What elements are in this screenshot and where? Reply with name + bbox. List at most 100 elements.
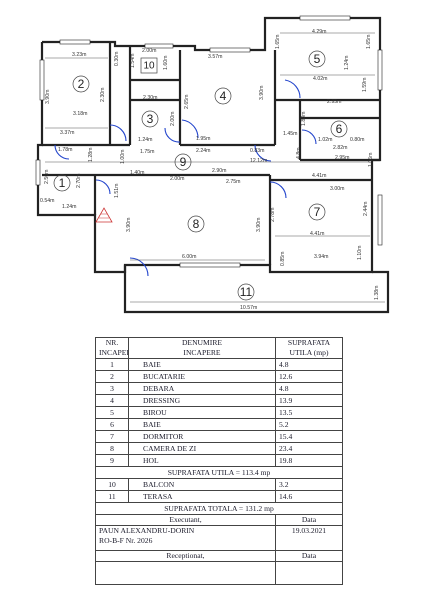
- room-marker: 8: [187, 215, 205, 233]
- svg-text:3.18m: 3.18m: [73, 111, 87, 117]
- svg-text:1: 1: [59, 176, 66, 190]
- useful-total-row: SUPRAFATA UTILA = 113.4 mp: [95, 466, 343, 479]
- svg-text:1.65m: 1.65m: [275, 35, 281, 49]
- svg-text:2.00m: 2.00m: [170, 112, 176, 126]
- room-name: DEBARA: [128, 382, 276, 395]
- room-area: 5.2: [275, 418, 343, 431]
- svg-text:2.82m: 2.82m: [333, 145, 347, 151]
- svg-text:7: 7: [314, 205, 321, 219]
- svg-text:4.29m: 4.29m: [312, 29, 326, 35]
- dimension-labels: 3.23m 3.90m 2.30m 3.18m 3.37m 0.30m 2.00…: [40, 29, 380, 311]
- svg-text:1.38m: 1.38m: [374, 286, 380, 300]
- room-marker: 4: [214, 87, 232, 105]
- svg-text:0.85m: 0.85m: [280, 252, 286, 266]
- svg-text:2.00m: 2.00m: [142, 48, 156, 54]
- svg-text:2.24m: 2.24m: [196, 148, 210, 154]
- svg-text:2.78m: 2.78m: [270, 208, 276, 222]
- receptionat-label: Receptionat,: [95, 550, 276, 562]
- room-number: 5: [95, 406, 129, 419]
- svg-text:1.78m: 1.78m: [58, 147, 72, 153]
- room-number: 8: [95, 442, 129, 455]
- executant-registration: RO-B-F Nr. 2026: [99, 536, 153, 545]
- svg-text:3.90m: 3.90m: [45, 90, 51, 104]
- room-marker: 6: [330, 120, 348, 138]
- receptionat-row: Receptionat, Data: [95, 550, 343, 562]
- svg-text:10: 10: [143, 61, 155, 72]
- svg-text:1.54m: 1.54m: [130, 54, 136, 68]
- room-name: BAIE: [128, 418, 276, 431]
- executant-name: PAUN ALEXANDRU-DORIN: [99, 526, 195, 536]
- svg-text:2.95m: 2.95m: [335, 155, 349, 161]
- svg-text:2.70m: 2.70m: [76, 174, 82, 188]
- svg-text:1.24m: 1.24m: [62, 204, 76, 210]
- room-marker: 5: [308, 50, 326, 68]
- svg-text:2.44m: 2.44m: [363, 202, 369, 216]
- svg-text:2.30m: 2.30m: [143, 95, 157, 101]
- svg-text:9: 9: [180, 155, 187, 169]
- svg-text:1.24m: 1.24m: [138, 137, 152, 143]
- svg-text:2: 2: [78, 77, 85, 91]
- executant-row: PAUN ALEXANDRU-DORIN RO-B-F Nr. 2026 19.…: [95, 525, 343, 551]
- svg-text:1.60m: 1.60m: [163, 56, 169, 70]
- room-number: 2: [95, 370, 129, 383]
- svg-text:2.95m: 2.95m: [327, 99, 341, 105]
- room-area: 4.8: [275, 358, 343, 371]
- svg-text:1.65m: 1.65m: [366, 35, 372, 49]
- room-name: BIROU: [128, 406, 276, 419]
- svg-text:0.80m: 0.80m: [350, 137, 364, 143]
- svg-text:2.56m: 2.56m: [44, 170, 50, 184]
- room-name: BALCON: [128, 478, 276, 491]
- svg-text:10.57m: 10.57m: [240, 305, 257, 311]
- floor-plan: 2 10 3 4 5 6 1 9 7 8 11 3.23m 3.90m 2.30…: [35, 15, 390, 314]
- room-number: 7: [95, 430, 129, 443]
- room-area: 19.8: [275, 454, 343, 467]
- room-number: 1: [95, 358, 129, 371]
- room-area: 4.8: [275, 382, 343, 395]
- svg-text:1.10m: 1.10m: [357, 246, 363, 260]
- svg-text:1.88m: 1.88m: [301, 112, 307, 126]
- room-area: 15.4: [275, 430, 343, 443]
- room-name: TERASA: [128, 490, 276, 503]
- svg-text:0.83m: 0.83m: [250, 148, 264, 154]
- svg-text:6: 6: [336, 122, 343, 136]
- room-number: 11: [95, 490, 129, 503]
- svg-text:3.00m: 3.00m: [330, 186, 344, 192]
- svg-text:1.95m: 1.95m: [196, 136, 210, 142]
- room-number: 6: [95, 418, 129, 431]
- room-marker: 11: [237, 283, 255, 301]
- room-marker: 7: [308, 203, 326, 221]
- room-number: 3: [95, 382, 129, 395]
- room-area: 13.5: [275, 406, 343, 419]
- date-label-2: Data: [275, 550, 343, 562]
- room-name: DORMITOR: [128, 430, 276, 443]
- svg-text:11: 11: [240, 285, 253, 299]
- svg-text:1.40m: 1.40m: [130, 170, 144, 176]
- useful-total: SUPRAFATA UTILA = 113.4 mp: [95, 466, 343, 479]
- svg-text:3.23m: 3.23m: [72, 52, 86, 58]
- svg-text:4.02m: 4.02m: [313, 76, 327, 82]
- room-marker: 3: [141, 110, 159, 128]
- svg-text:1.02m: 1.02m: [318, 137, 332, 143]
- room-name: DRESSING: [128, 394, 276, 407]
- svg-text:12.12m: 12.12m: [250, 158, 267, 164]
- room-area: 14.6: [275, 490, 343, 503]
- executant-label: Executant,: [95, 514, 276, 526]
- room-number: 9: [95, 454, 129, 467]
- receptionat-blank-row: [95, 561, 343, 585]
- svg-text:4.41m: 4.41m: [310, 231, 324, 237]
- svg-text:3.57m: 3.57m: [208, 54, 222, 60]
- grand-total: SUPRAFATA TOTALA = 131.2 mp: [95, 502, 343, 515]
- room-name: BUCATARIE: [128, 370, 276, 383]
- svg-text:4.41m: 4.41m: [312, 173, 326, 179]
- svg-text:2.75m: 2.75m: [226, 179, 240, 185]
- room-number: 4: [95, 394, 129, 407]
